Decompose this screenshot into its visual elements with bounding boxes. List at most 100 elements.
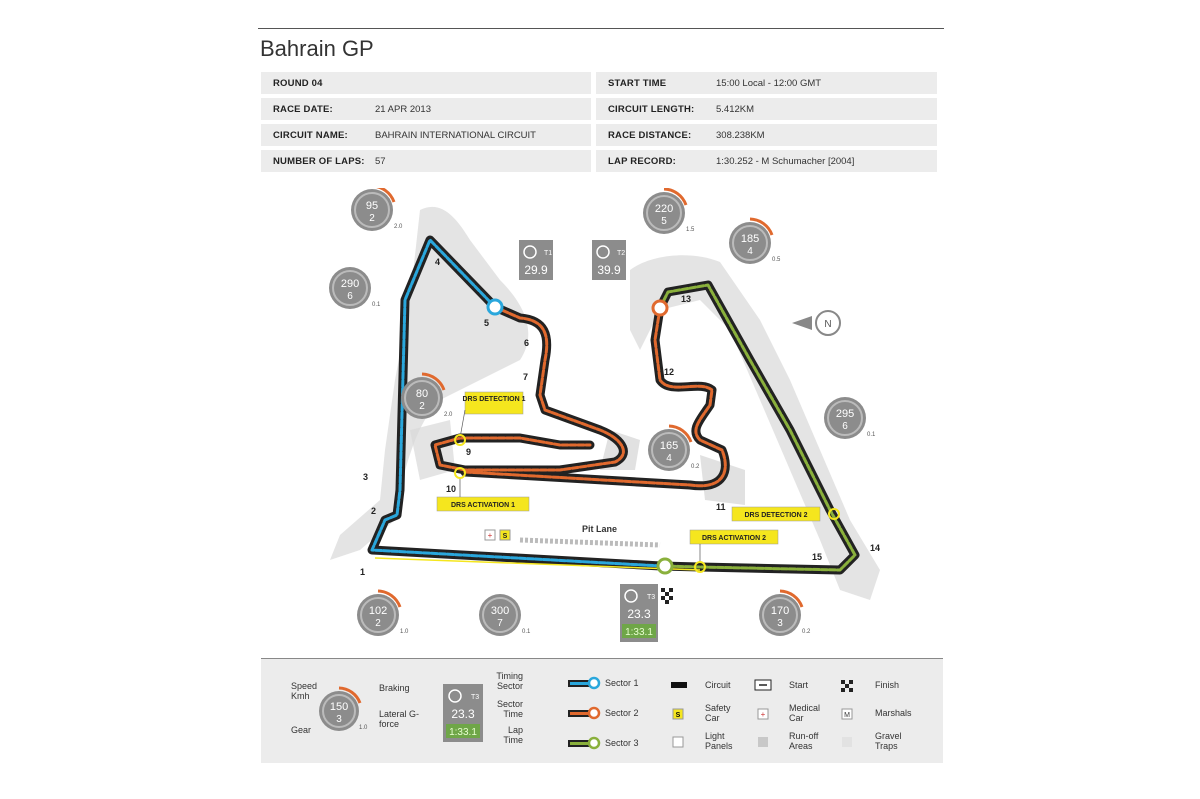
sector-2-marker (651, 299, 669, 317)
svg-text:0.1: 0.1 (867, 432, 876, 438)
svg-text:1:33.1: 1:33.1 (449, 727, 477, 738)
svg-text:39.9: 39.9 (597, 263, 621, 277)
info-key: NUMBER OF LAPS: (273, 156, 365, 167)
legend-speed-label: Speed Kmh (291, 681, 318, 701)
legend-sector-swatches (568, 676, 601, 750)
legend-sector-time-label: Sector Time (496, 699, 523, 719)
svg-text:M: M (844, 712, 850, 719)
legend-icons: S + M (671, 679, 853, 748)
legend-gravel-traps: Gravel Traps (875, 731, 902, 751)
svg-text:0.5: 0.5 (772, 257, 781, 263)
svg-text:+: + (761, 710, 766, 719)
svg-text:0.2: 0.2 (802, 629, 811, 635)
info-key: START TIME (608, 78, 667, 89)
speed-gauge: 290 6 0.1 (329, 267, 381, 309)
page-title: Bahrain GP (260, 36, 374, 61)
turn-1-label: 1 (360, 567, 365, 577)
turn-2-label: 2 (371, 506, 376, 516)
legend-sector-1: Sector 1 (605, 678, 639, 688)
svg-text:29.9: 29.9 (524, 263, 548, 277)
turn-9-label: 9 (466, 447, 471, 457)
info-key: RACE DISTANCE: (608, 130, 692, 141)
legend-circuit: Circuit (705, 680, 731, 690)
track-sector-1 (367, 235, 666, 571)
legend-braking-label: Braking (379, 683, 410, 693)
pit-lane: Pit Lane (374, 524, 701, 571)
drs-activation-1-label: DRS ACTIVATION 1 (451, 502, 515, 509)
speed-gauge: 80 2 2.0 (401, 372, 453, 419)
svg-text:S: S (503, 533, 508, 540)
info-row: CIRCUIT LENGTH:5.412KM (596, 98, 937, 120)
svg-text:T2: T2 (617, 250, 625, 257)
speed-gauge: 295 6 0.1 (824, 397, 876, 439)
svg-text:165: 165 (660, 440, 678, 452)
svg-text:T1: T1 (544, 250, 552, 257)
info-key: ROUND 04 (273, 78, 323, 89)
info-value: 15:00 Local - 12:00 GMT (716, 78, 822, 89)
svg-text:7: 7 (497, 618, 503, 629)
info-key: CIRCUIT NAME: (273, 130, 348, 141)
info-row: RACE DATE:21 APR 2013 (261, 98, 591, 120)
svg-text:300: 300 (491, 605, 509, 617)
info-row: CIRCUIT NAME:BAHRAIN INTERNATIONAL CIRCU… (261, 124, 591, 146)
track-sector-3 (655, 280, 860, 575)
legend-run-off-areas: Run-off Areas (789, 731, 819, 751)
legend-panel: 150 3 1.0 T3 23.3 1:33.1 S (261, 658, 943, 763)
legend-sector-2: Sector 2 (605, 708, 639, 718)
turn-3-label: 3 (363, 472, 368, 482)
legend-safety-car: Safety Car (705, 703, 731, 723)
svg-text:2: 2 (375, 618, 381, 629)
drs-detection-1-label: DRS DETECTION 1 (462, 396, 525, 403)
svg-text:+: + (488, 531, 493, 540)
speed-gauge: 300 7 0.1 (479, 594, 531, 636)
drs-detection-2: DRS DETECTION 2 (731, 506, 840, 522)
legend-gauge: 150 3 1.0 (319, 686, 368, 731)
timing-box-t3: T3 23.3 1:33.1 (620, 584, 658, 642)
svg-text:150: 150 (330, 701, 348, 713)
svg-text:T3: T3 (471, 694, 479, 701)
info-row: START TIME 15:00 Local - 12:00 GMT (596, 72, 937, 94)
track-sector-2 (430, 302, 730, 491)
legend-gear-label: Gear (291, 725, 312, 735)
drs-activation-1: DRS ACTIVATION 1 (436, 467, 530, 512)
info-row: NUMBER OF LAPS:57 (261, 150, 591, 172)
turn-numbers: 1 2 3 4 5 6 7 9 10 11 12 13 14 15 (360, 257, 880, 577)
info-row: LAP RECORD: 1:30.252 - M Schumacher [2004… (596, 150, 937, 172)
info-key: LAP RECORD: (608, 156, 676, 167)
sector-3-marker (656, 557, 674, 575)
speed-gauge: 102 2 1.0 (357, 589, 409, 636)
svg-text:295: 295 (836, 408, 854, 420)
top-rule (258, 28, 944, 29)
compass-icon: N (792, 310, 841, 336)
sector-1-marker (486, 298, 504, 316)
svg-text:3: 3 (336, 714, 342, 725)
turn-14-label: 14 (870, 543, 880, 553)
legend-sector-3: Sector 3 (605, 738, 639, 748)
pit-lane-label: Pit Lane (582, 524, 617, 534)
turn-12-label: 12 (664, 367, 674, 377)
svg-text:0.2: 0.2 (691, 464, 700, 470)
medical-car-icon: + (484, 529, 496, 541)
svg-text:4: 4 (666, 453, 672, 464)
speed-gauge: 95 2 2.0 (351, 188, 403, 231)
legend-medical-car: Medical Car (789, 703, 821, 723)
turn-4-label: 4 (435, 257, 440, 267)
svg-text:5: 5 (661, 216, 667, 227)
svg-text:1.0: 1.0 (400, 629, 409, 635)
legend-lateral-label: Lateral G-force (379, 709, 420, 729)
svg-text:2.0: 2.0 (394, 224, 403, 230)
legend-marshals: Marshals (875, 708, 912, 718)
info-row: ROUND 04 (261, 72, 591, 94)
info-value: 1:30.252 - M Schumacher [2004] (716, 156, 855, 167)
svg-text:185: 185 (741, 233, 759, 245)
circuit-map: Pit Lane DRS DETECTION 1 DRS ACTIVATION … (329, 188, 880, 642)
svg-text:1:33.1: 1:33.1 (625, 627, 653, 638)
svg-text:102: 102 (369, 605, 387, 617)
svg-text:4: 4 (747, 246, 753, 257)
svg-text:3: 3 (777, 618, 783, 629)
svg-text:T3: T3 (647, 594, 655, 601)
turn-10-label: 10 (446, 484, 456, 494)
drs-detection-2-label: DRS DETECTION 2 (744, 512, 807, 519)
svg-text:2: 2 (369, 213, 375, 224)
legend-graphics: 150 3 1.0 T3 23.3 1:33.1 S (319, 676, 853, 750)
